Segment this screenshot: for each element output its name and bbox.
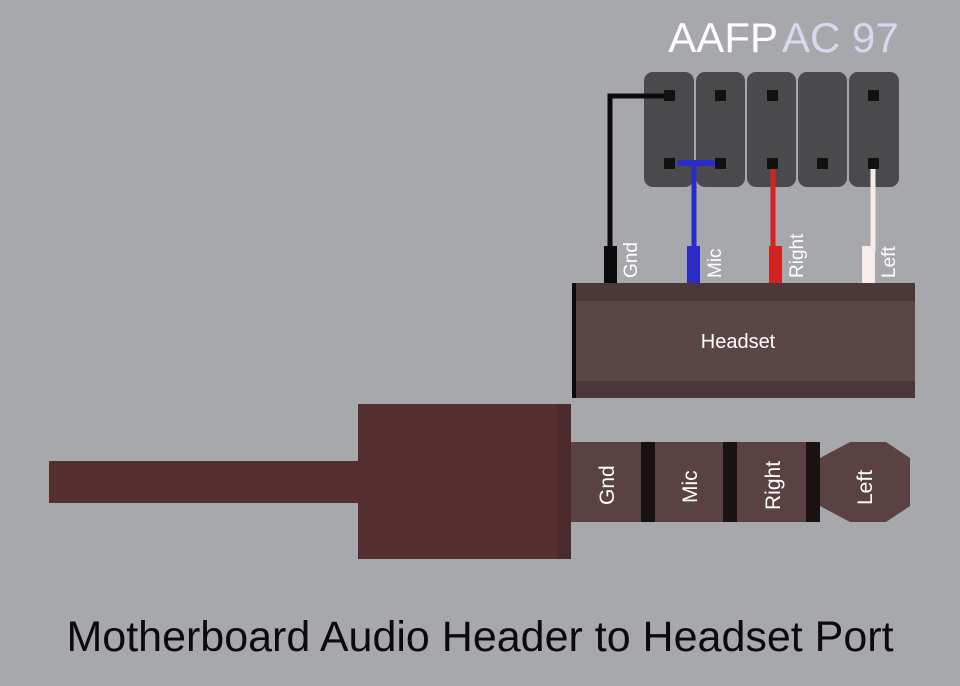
headset-connector: Headset xyxy=(572,283,915,398)
pin-column-1 xyxy=(644,72,694,187)
headset-band-bottom xyxy=(574,381,915,398)
plug-cable xyxy=(49,461,359,503)
plug-housing-edge xyxy=(557,404,571,559)
wire-label-gnd: Gnd xyxy=(621,242,642,278)
plug-segment-gnd xyxy=(571,442,641,522)
plug-segment-right xyxy=(737,442,806,522)
wire-gnd-connector xyxy=(604,246,617,283)
trrs-plug: Gnd Mic Right Left xyxy=(49,404,910,559)
pin-top-1 xyxy=(664,90,675,101)
wire-right-connector xyxy=(769,246,782,283)
headset-label: Headset xyxy=(701,331,776,353)
plug-housing xyxy=(358,404,570,559)
plug-ring-3 xyxy=(806,442,820,522)
pin-column-2 xyxy=(696,72,745,187)
pin-column-5 xyxy=(849,72,899,187)
pin-top-3 xyxy=(767,90,778,101)
pin-bottom-1 xyxy=(664,158,675,169)
plug-ring-1 xyxy=(641,442,655,522)
plug-label-right: Right xyxy=(762,461,785,510)
wire-gnd xyxy=(607,93,670,252)
plug-ring-2 xyxy=(723,442,737,522)
header-name-secondary: AC 97 xyxy=(782,14,899,61)
plug-label-gnd: Gnd xyxy=(596,465,619,505)
pin-bottom-2 xyxy=(715,158,726,169)
header-name-primary: AAFP xyxy=(668,14,778,61)
pin-top-2 xyxy=(715,90,726,101)
diagram-title: Motherboard Audio Header to Headset Port xyxy=(66,613,893,661)
plug-segment-left xyxy=(820,442,910,522)
headset-edge xyxy=(572,283,576,398)
wire-label-left: Left xyxy=(879,246,900,278)
plug-segment-mic xyxy=(655,442,723,522)
wire-label-mic: Mic xyxy=(705,248,726,278)
headset-body xyxy=(574,283,915,398)
wire-left-connector xyxy=(862,246,875,283)
pins xyxy=(664,90,879,169)
plug-label-left: Left xyxy=(854,470,877,505)
pin-column-3 xyxy=(747,72,796,187)
pin-bottom-4 xyxy=(817,158,828,169)
wires xyxy=(604,93,876,283)
headset-band-top xyxy=(574,283,915,301)
wire-mic-connector xyxy=(687,246,700,283)
pin-column-4 xyxy=(798,72,847,187)
pin-bottom-5 xyxy=(868,158,879,169)
pin-header xyxy=(644,72,899,187)
pin-bottom-3 xyxy=(767,158,778,169)
plug-label-mic: Mic xyxy=(679,470,702,503)
pin-top-5 xyxy=(868,90,879,101)
wire-label-right: Right xyxy=(787,233,808,278)
